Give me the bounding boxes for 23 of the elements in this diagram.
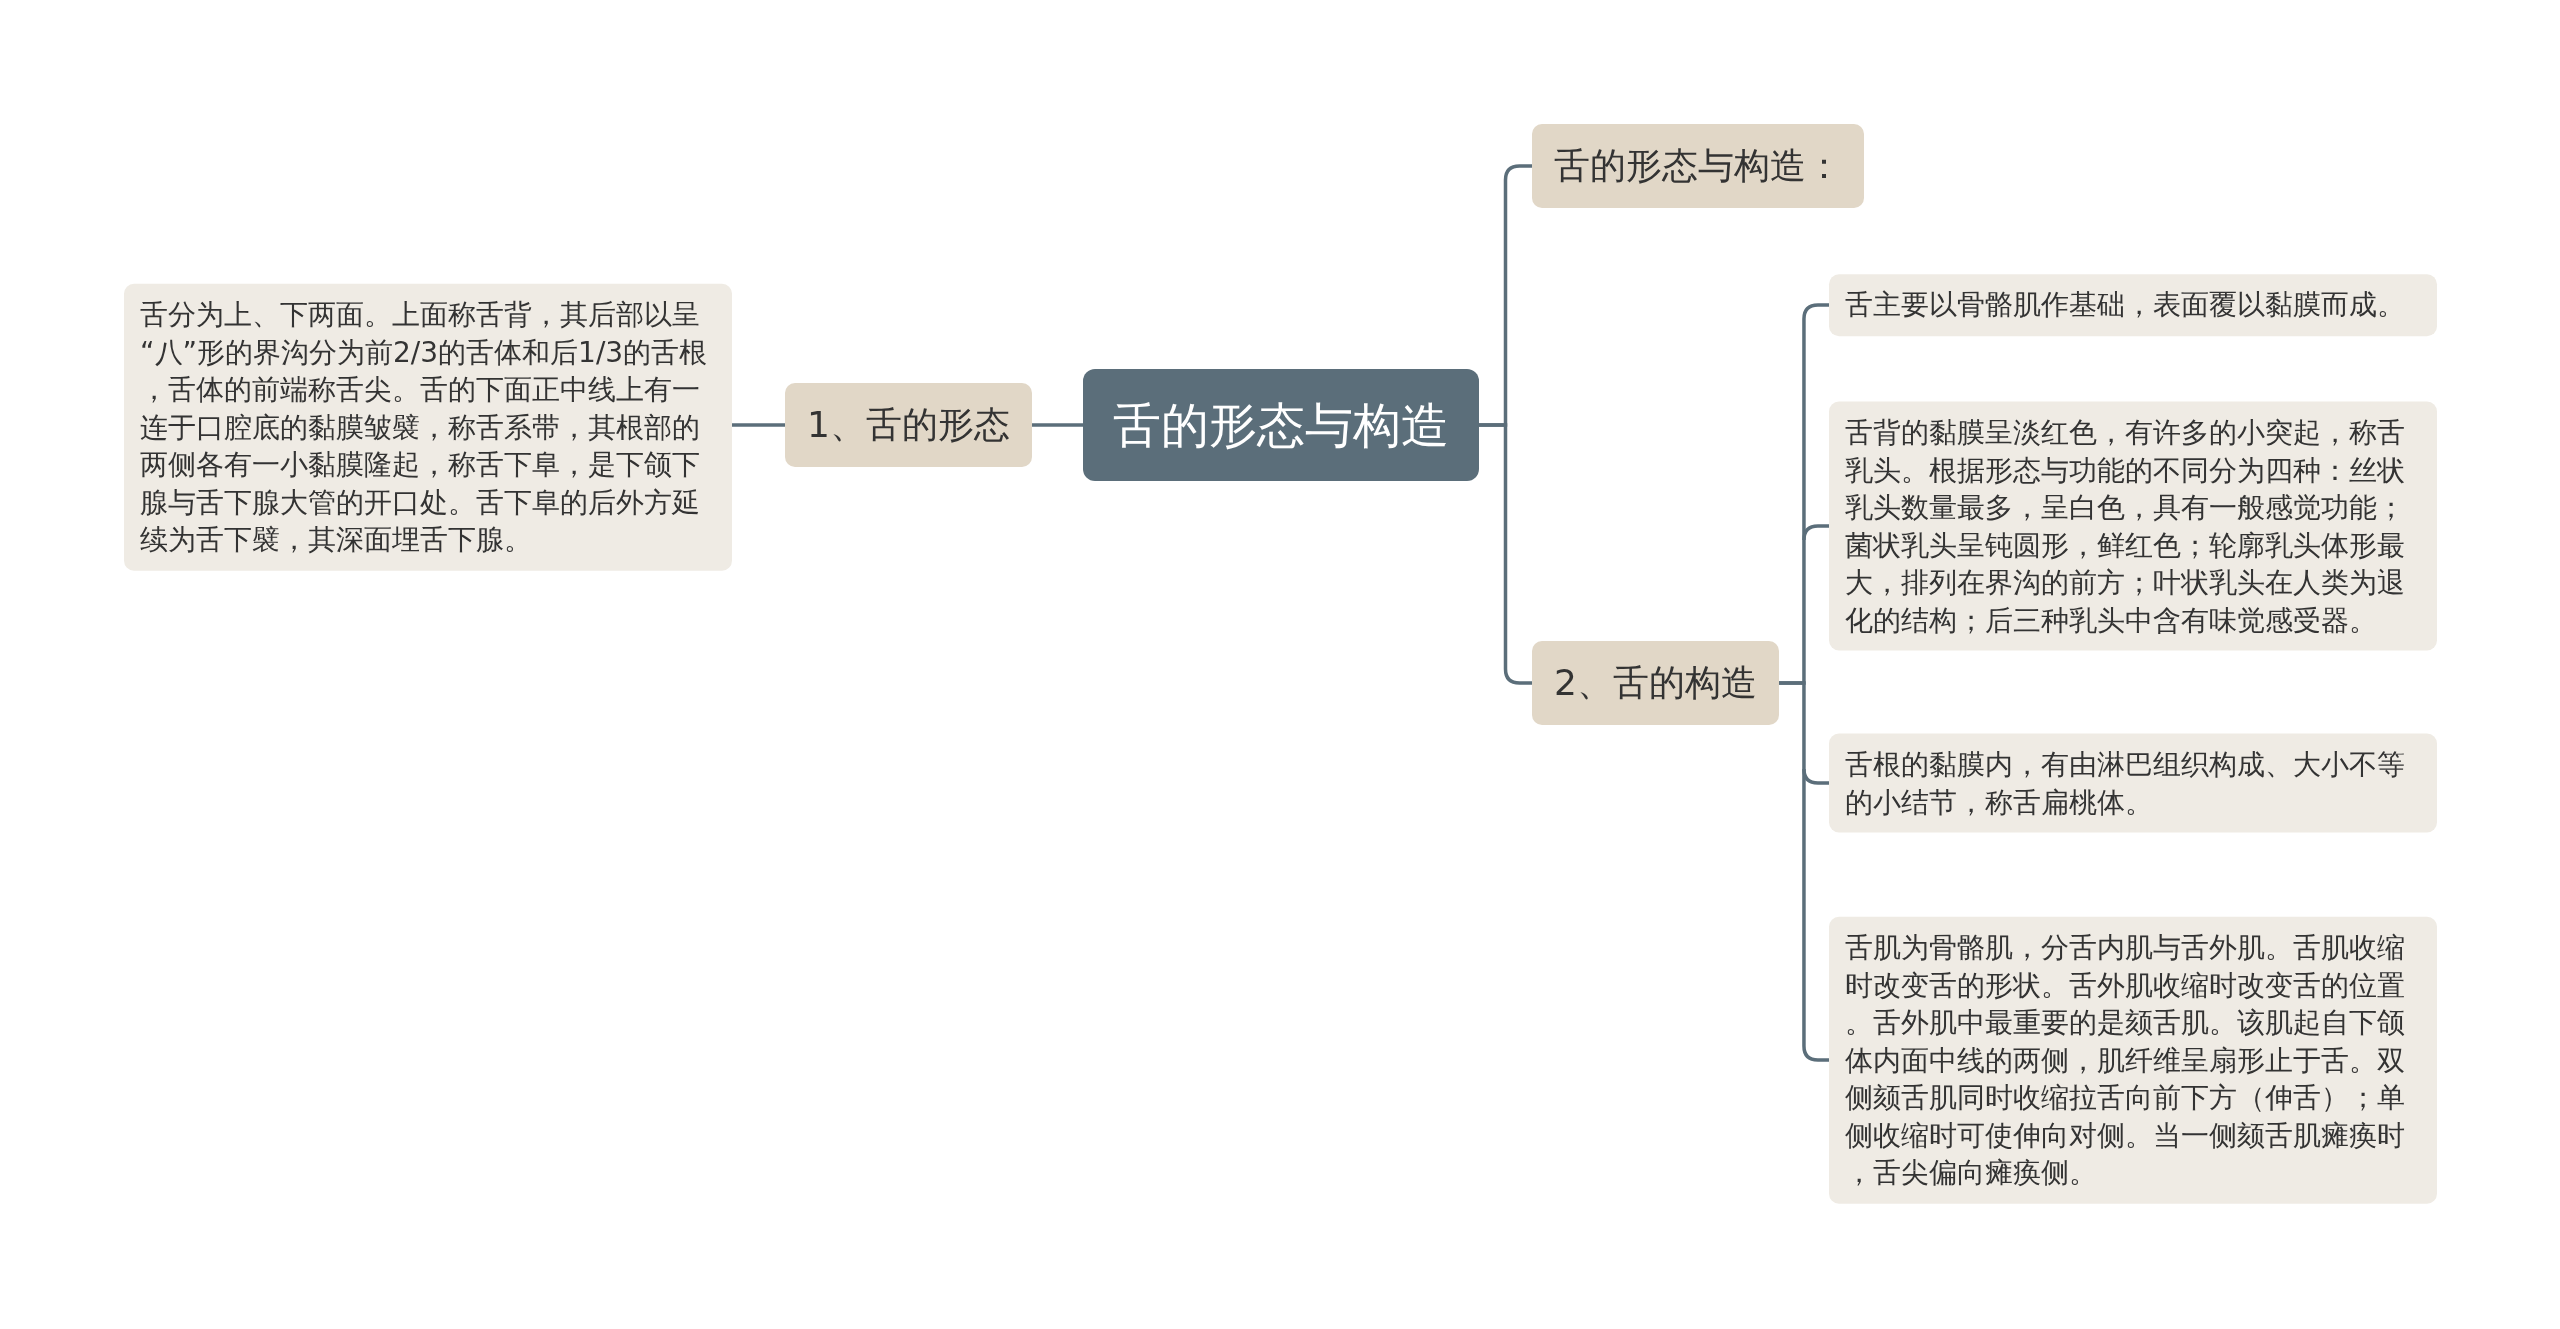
- topic-box: [1532, 124, 1864, 208]
- note-text: 舌分为上、下两面。上面称舌背，其后部以呈“八”形的界沟分为前2/3的舌体和后1/3的舌根，舌体的前端称舌尖。舌的下面正中线上有一连于口腔底的黏膜皱襞，称舌系带，其根部的两侧各有一小黏膜隆起，称舌下阜，是下颌下腺与舌下腺大管的开口处。舌下阜的后外方延续为舌下襞，其深面埋舌下腺。: [140, 296, 709, 558]
- note-box: [1829, 916, 2437, 1204]
- note-text: 舌背的黏膜呈淡红色，有许多的小突起，称舌乳头。根据形态与功能的不同分为四种：丝状乳头数量最多，呈白色，具有一般感觉功能；菌状乳头呈钝圆形，鲜红色；轮廓乳头体形最大，排列在界沟的前方；叶状乳头在人类为退化的结构；后三种乳头中含有味觉感受器。: [1845, 414, 2406, 638]
- central-topic: [1083, 369, 1479, 481]
- connector-line: [1479, 423, 1532, 685]
- note-box: [1829, 733, 2437, 833]
- connector-line: [732, 423, 785, 427]
- note-text: 舌肌为骨骼肌，分舌内肌与舌外肌。舌肌收缩时改变舌的形状。舌外肌收缩时改变舌的位置。舌外肌中最重要的是颏舌肌。该肌起自下颌体内面中线的两侧，肌纤维呈扇形止于舌。双侧颏舌肌同时收缩拉舌向前下方（伸舌）；单侧收缩时可使伸向对侧。当一侧颏舌肌瘫痪时，舌尖偏向瘫痪侧。: [1845, 929, 2406, 1191]
- topic-box: [1532, 641, 1779, 725]
- connector-line: [1031, 423, 1083, 427]
- connector-line: [1802, 768, 1829, 785]
- topic-box: [785, 383, 1032, 467]
- topic-text: 1、舌的形态: [807, 403, 1010, 447]
- connector-line: [1802, 524, 1829, 541]
- connector-line: [1778, 681, 1829, 1062]
- topic-text: 舌的形态与构造：: [1554, 144, 1842, 188]
- note-box: [1829, 401, 2437, 651]
- topic-text: 2、舌的构造: [1554, 661, 1757, 705]
- central-topic-text: 舌的形态与构造: [1113, 396, 1449, 455]
- note-text: 舌根的黏膜内，有由淋巴组织构成、大小不等的小结节，称舌扁桃体。: [1845, 746, 2406, 820]
- note-box: [1829, 274, 2437, 336]
- note-text: 舌主要以骨骼肌作基础，表面覆以黏膜而成。: [1845, 287, 2406, 324]
